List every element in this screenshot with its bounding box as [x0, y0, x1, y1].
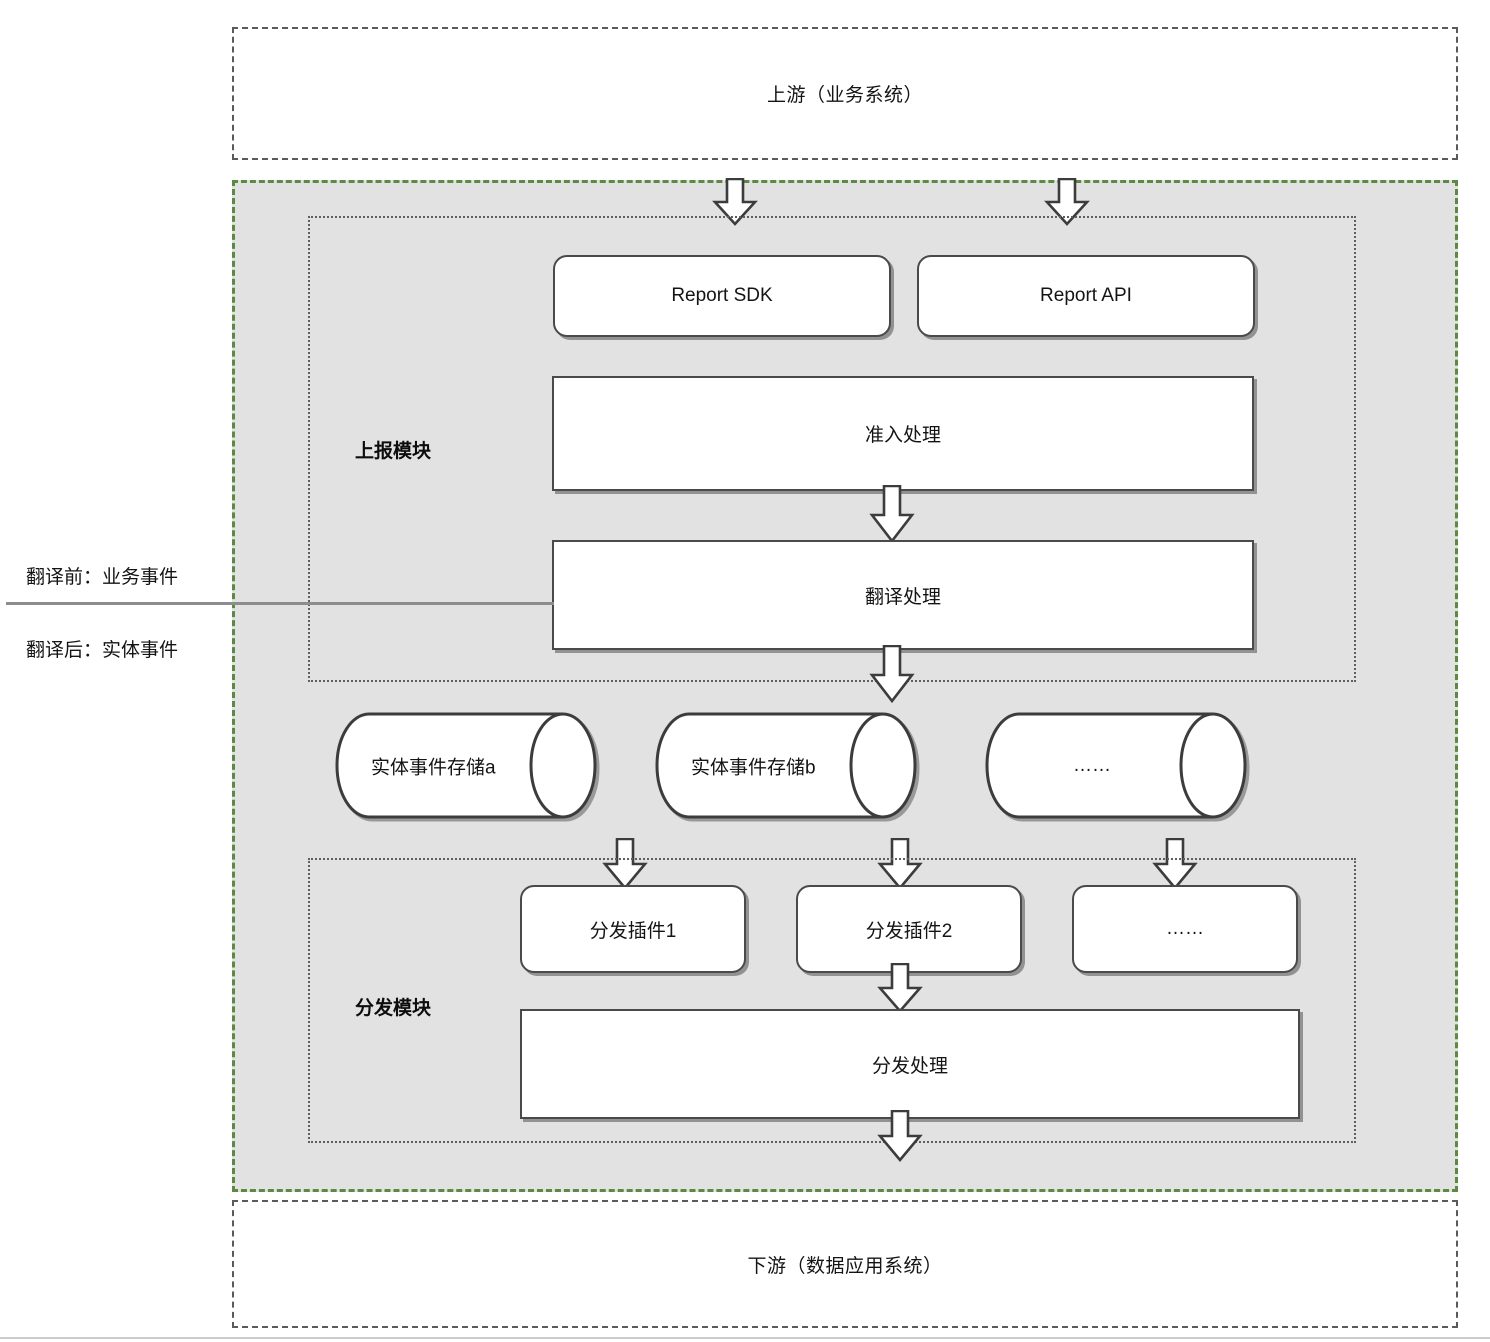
translation-divider-line [6, 602, 554, 605]
storage-cylinder-more[interactable]: …… [985, 712, 1247, 819]
translate-process-box[interactable]: 翻译处理 [552, 540, 1254, 650]
dispatch-plugin-2-label: 分发插件2 [865, 920, 953, 942]
plugin-to-dispatch-arrow [877, 963, 923, 1013]
dispatch-plugin-more-box[interactable]: …… [1072, 885, 1298, 973]
report-sdk-box[interactable]: Report SDK [553, 255, 891, 337]
storage-to-plugin-1-arrow [602, 838, 648, 890]
downstream-label: 下游（数据应用系统） [747, 1255, 943, 1277]
admit-to-translate-arrow [869, 485, 915, 543]
before-translation-label: 翻译前：业务事件 [26, 567, 179, 588]
dispatch-out-arrow [877, 1110, 923, 1162]
dispatch-module-label: 分发模块 [355, 998, 432, 1019]
translate-process-label: 翻译处理 [864, 586, 941, 608]
page-bottom-rule [0, 1337, 1490, 1339]
api-in-arrow [1044, 178, 1090, 226]
dispatch-plugin-2-box[interactable]: 分发插件2 [796, 885, 1022, 973]
downstream-box: 下游（数据应用系统） [232, 1200, 1458, 1328]
dispatch-process-box[interactable]: 分发处理 [520, 1009, 1300, 1119]
admission-process-label: 准入处理 [864, 425, 941, 446]
report-api-label: Report API [1040, 285, 1132, 306]
storage-cylinder-b-label: 实体事件存储b [691, 757, 816, 778]
upstream-label: 上游（业务系统） [766, 85, 923, 106]
dispatch-plugin-1-label: 分发插件1 [589, 920, 677, 942]
report-module-box [308, 216, 1356, 682]
upstream-box: 上游（业务系统） [232, 27, 1458, 160]
dispatch-plugin-1-box[interactable]: 分发插件1 [520, 885, 746, 973]
dispatch-plugin-more-label: …… [1166, 918, 1204, 939]
storage-cylinder-more-label: …… [1073, 754, 1111, 776]
report-module-label: 上报模块 [355, 441, 432, 462]
admission-process-box[interactable]: 准入处理 [552, 376, 1254, 491]
report-sdk-label: Report SDK [671, 285, 773, 306]
dispatch-module-box [308, 858, 1356, 1143]
storage-cylinder-a-label: 实体事件存储a [371, 757, 496, 778]
storage-to-plugin-3-arrow [1152, 838, 1198, 890]
sdk-in-arrow [712, 178, 758, 226]
dispatch-process-label: 分发处理 [871, 1055, 948, 1077]
storage-cylinder-a[interactable]: 实体事件存储a [335, 712, 597, 819]
storage-cylinder-b[interactable]: 实体事件存储b [655, 712, 917, 819]
after-translation-label: 翻译后：实体事件 [26, 640, 179, 661]
storage-to-plugin-2-arrow [877, 838, 923, 890]
translate-to-storage-arrow [869, 645, 915, 703]
report-api-box[interactable]: Report API [917, 255, 1255, 337]
